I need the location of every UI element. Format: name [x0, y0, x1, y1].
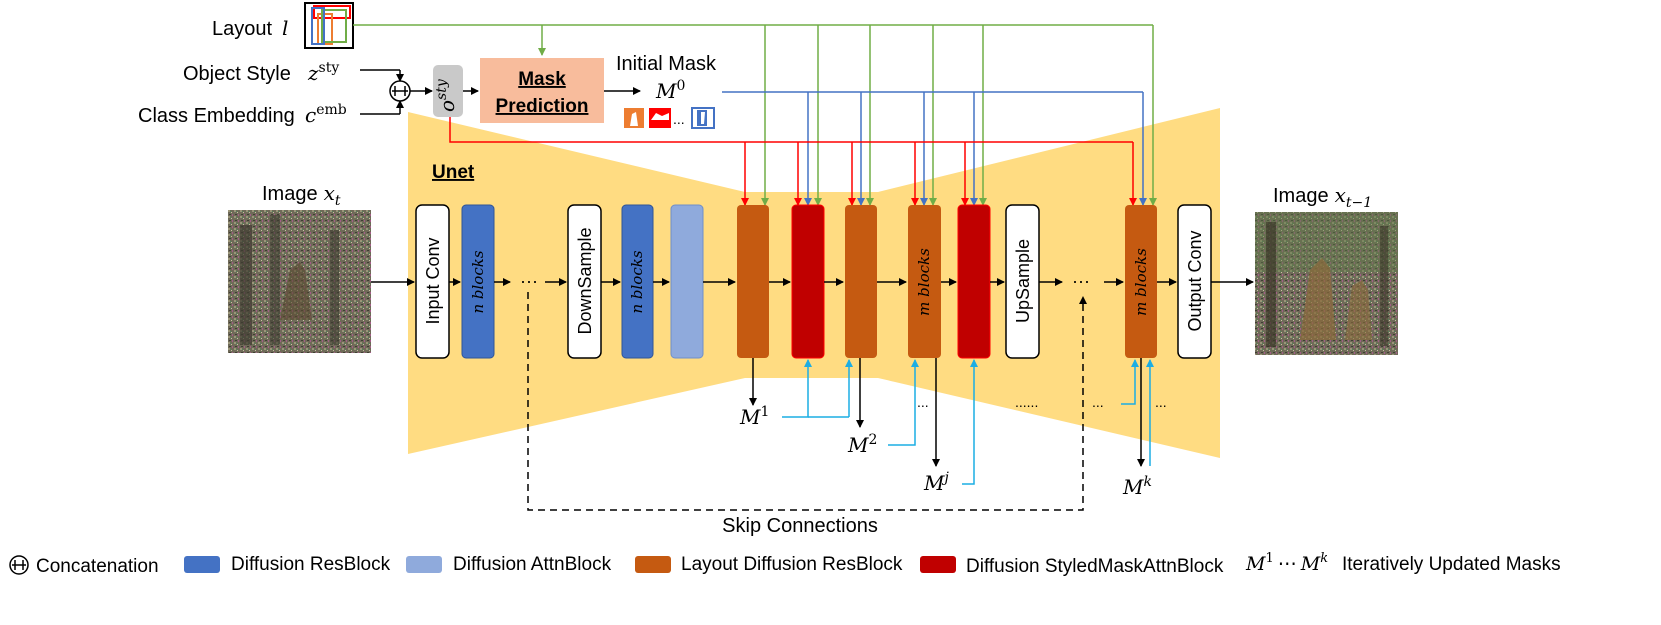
mask-m1: M1: [739, 404, 769, 429]
skip-arrowhead: [1079, 296, 1087, 304]
ellipsis-right: ···: [1072, 271, 1090, 291]
svg-text:m blocks: m blocks: [915, 248, 933, 316]
concat-symbol: [389, 80, 411, 102]
noisy-image-input: [228, 210, 371, 353]
input-conv-block: Input Conv: [415, 204, 450, 359]
output-conv-block: Output Conv: [1177, 204, 1212, 359]
svg-text:m blocks: m blocks: [1132, 248, 1150, 316]
layout-symbol: l: [282, 16, 288, 40]
n-blocks-resblock-2: n blocks: [621, 204, 654, 359]
layout-resblock-2: [845, 205, 877, 358]
mask-feedback: [782, 359, 1154, 485]
mask-mj: Mj: [923, 470, 949, 495]
svg-text:UpSample: UpSample: [1013, 239, 1033, 323]
n-blocks-resblock-1: n blocks: [461, 204, 495, 359]
unet-title: Unet: [432, 162, 475, 183]
downsample-block: DownSample: [567, 204, 602, 359]
legend-styled-mask-attn: Diffusion StyledMaskAttnBlock: [920, 556, 1224, 577]
svg-text:...: ...: [673, 111, 685, 127]
styled-mask-attn-1: [791, 204, 825, 359]
svg-text:Diffusion StyledMaskAttnBlock: Diffusion StyledMaskAttnBlock: [966, 556, 1224, 577]
style-connections: [449, 117, 1137, 206]
denoised-image-output: [1255, 212, 1398, 355]
legend-layout-resblock: Layout Diffusion ResBlock: [635, 554, 903, 575]
skip-connections-label: Skip Connections: [722, 515, 878, 537]
svg-text:Diffusion ResBlock: Diffusion ResBlock: [231, 554, 391, 575]
legend-concatenation: Concatenation: [9, 555, 159, 577]
layout-label: Layout: [212, 18, 272, 40]
class-embedding-symbol: cemb: [305, 102, 347, 127]
initial-mask-connections: [722, 91, 1147, 206]
svg-text:Input Conv: Input Conv: [423, 237, 443, 324]
mask-m2: M2: [847, 432, 877, 457]
legend-diffusion-attnblock: Diffusion AttnBlock: [406, 554, 612, 575]
class-embedding-label: Class Embedding: [138, 105, 295, 127]
m-blocks-layout-resblock-1: m blocks: [908, 205, 941, 358]
svg-text:n blocks: n blocks: [469, 250, 487, 313]
svg-text:Mask: Mask: [518, 69, 566, 90]
dots-mj: ...: [917, 394, 929, 410]
style-token: osty: [433, 65, 463, 117]
layout-connections: [353, 24, 1157, 206]
m-blocks-layout-resblock-2: m blocks: [1125, 205, 1157, 358]
upsample-block: UpSample: [1005, 204, 1040, 359]
layout-icon: [304, 2, 354, 49]
svg-text:Output Conv: Output Conv: [1185, 230, 1205, 331]
svg-text:M1⋯Mk: M1⋯Mk: [1245, 551, 1328, 575]
legend-iterative-masks: M1⋯Mk Iteratively Updated Masks: [1245, 551, 1561, 575]
mask-prediction-box: Mask Prediction: [480, 58, 604, 123]
initial-mask-thumbnails: ...: [624, 107, 715, 129]
mask-outputs: [749, 358, 1145, 467]
svg-text:osty: osty: [434, 78, 459, 112]
dots-mk-left: ...: [1092, 394, 1104, 410]
layout-resblock-1: [737, 205, 769, 358]
styled-mask-attn-2: [957, 204, 991, 359]
legend: Concatenation Diffusion ResBlock Diffusi…: [9, 551, 1561, 577]
attnblock: [670, 204, 704, 359]
svg-text:Prediction: Prediction: [496, 96, 589, 117]
object-style-symbol: zsty: [307, 60, 339, 85]
svg-text:Diffusion AttnBlock: Diffusion AttnBlock: [453, 554, 612, 575]
dots-middle: ......: [1015, 394, 1038, 410]
legend-diffusion-resblock: Diffusion ResBlock: [184, 554, 391, 575]
initial-mask-label: Initial Mask: [616, 53, 717, 75]
skip-connection-path: [527, 292, 1084, 511]
initial-mask-symbol: M0: [655, 78, 685, 103]
svg-text:Concatenation: Concatenation: [36, 556, 159, 577]
dots-mk-right: ...: [1155, 394, 1167, 410]
svg-text:Iteratively Updated Masks: Iteratively Updated Masks: [1342, 554, 1561, 575]
mask-mk: Mk: [1122, 474, 1152, 499]
svg-text:DownSample: DownSample: [575, 227, 595, 334]
svg-text:n blocks: n blocks: [628, 250, 646, 313]
object-style-label: Object Style: [183, 63, 291, 85]
svg-text:Layout Diffusion ResBlock: Layout Diffusion ResBlock: [681, 554, 903, 575]
ellipsis-left: ···: [520, 271, 538, 291]
